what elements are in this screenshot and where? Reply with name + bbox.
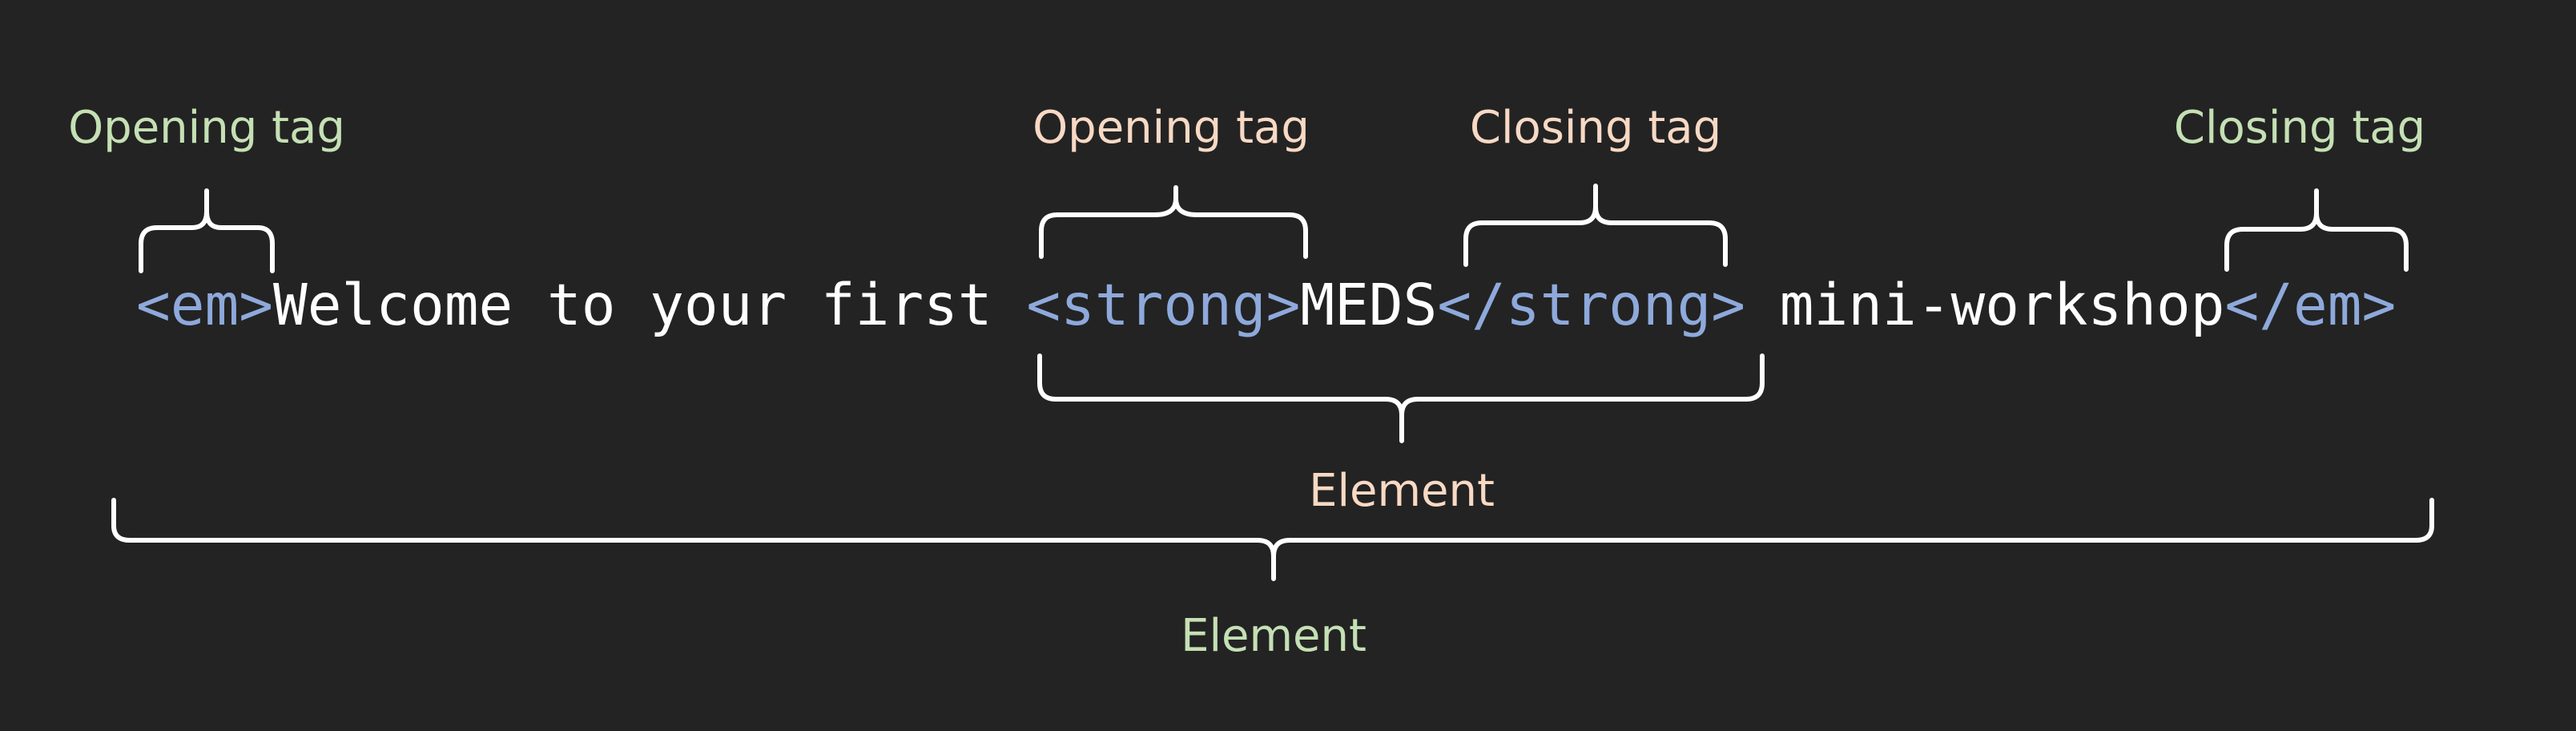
text-after-strong: mini-workshop xyxy=(1745,272,2225,338)
strong-content: MEDS xyxy=(1300,272,1438,338)
strong-closing-tag: </strong> xyxy=(1437,272,1746,338)
inner-element-label: Element xyxy=(1309,465,1495,517)
outer-opening-tag-brace xyxy=(139,188,275,273)
inner-closing-tag-label: Closing tag xyxy=(1469,102,1722,154)
outer-element-label: Element xyxy=(1181,610,1366,662)
inner-opening-tag-label: Opening tag xyxy=(1032,102,1310,154)
code-line: <em>Welcome to your first <strong>MEDS</… xyxy=(136,277,2396,333)
em-opening-tag: <em> xyxy=(136,272,273,338)
strong-opening-tag: <strong> xyxy=(1026,272,1301,338)
inner-element-brace xyxy=(1037,353,1765,443)
inner-closing-tag-brace xyxy=(1463,184,1728,267)
outer-closing-tag-label: Closing tag xyxy=(2173,102,2426,154)
outer-element-brace xyxy=(111,498,2434,581)
em-closing-tag: </em> xyxy=(2224,272,2397,338)
text-before-strong: Welcome to your first xyxy=(272,272,1027,338)
outer-opening-tag-label: Opening tag xyxy=(68,102,345,154)
outer-closing-tag-brace xyxy=(2224,188,2409,272)
inner-opening-tag-brace xyxy=(1039,185,1308,259)
